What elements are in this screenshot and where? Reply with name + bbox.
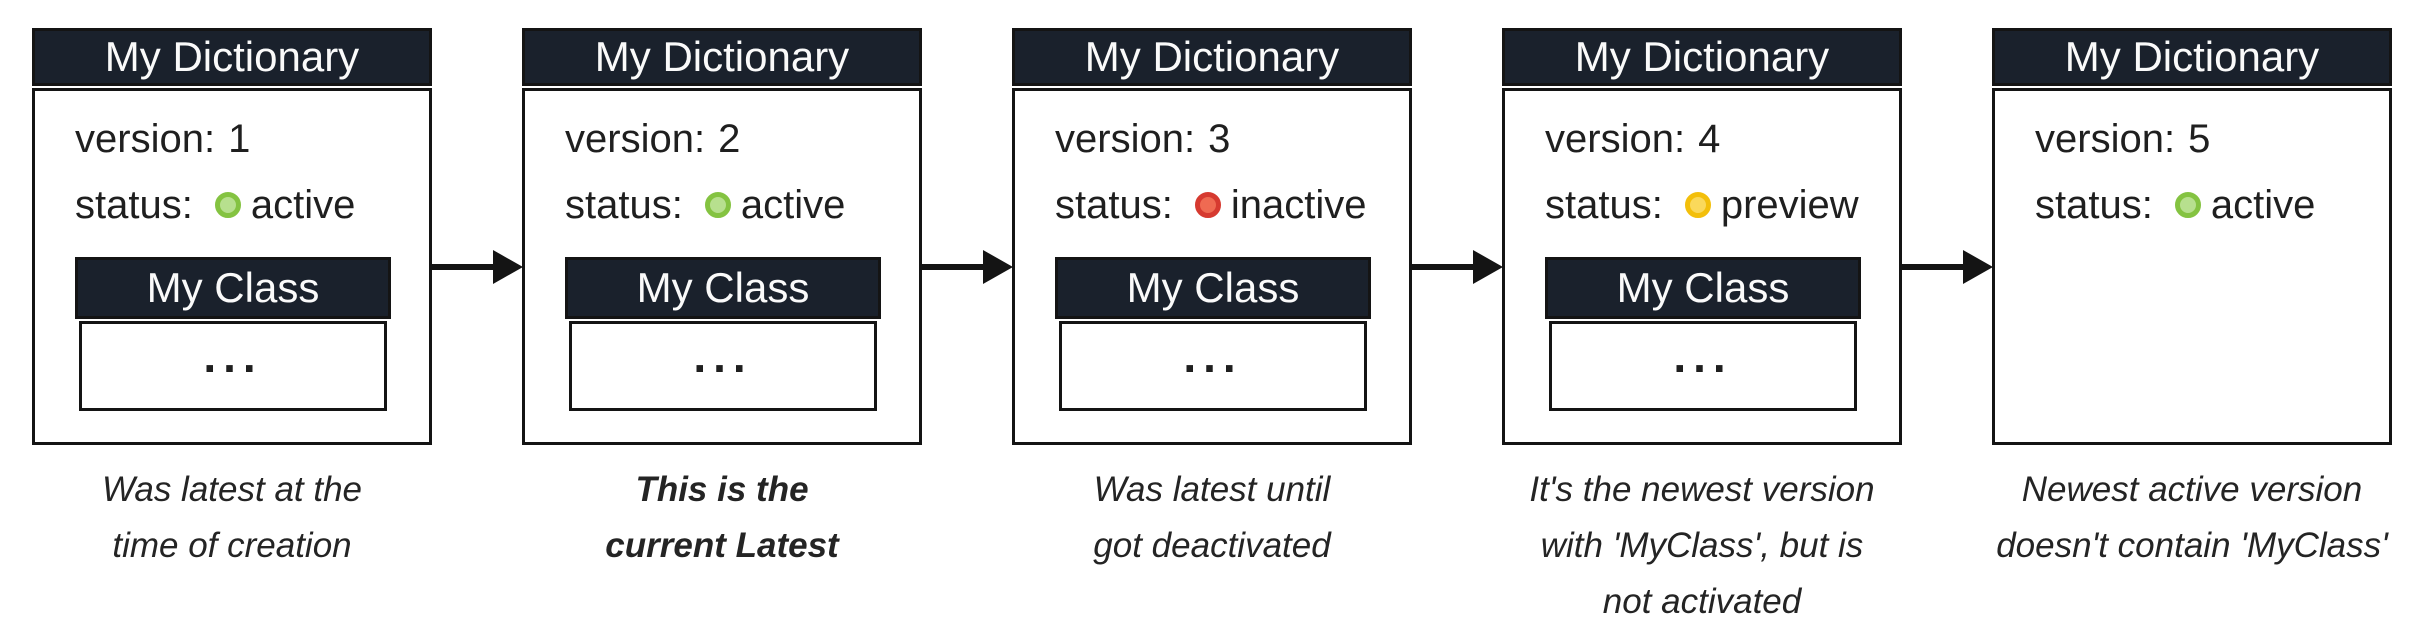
caption-v3: Was latest until got deactivated [1093, 470, 1331, 565]
class-body: ... [1549, 321, 1857, 411]
arrow-right-icon [1902, 249, 1993, 285]
status-dot-icon [1684, 192, 1711, 218]
dictionary-title: My Dictionary [522, 28, 922, 86]
caption-v1: Was latest at the time of creation [101, 470, 363, 565]
class-title: My Class [1055, 257, 1371, 319]
version-line: version: 2 [565, 113, 881, 165]
arrow-head [1473, 250, 1503, 284]
version-value: 2 [718, 117, 741, 161]
ellipsis-placeholder: ... [1183, 330, 1243, 382]
class-box: My Class ... [1545, 257, 1861, 411]
caption-v5: Newest active version doesn't contain 'M… [1996, 470, 2388, 565]
version-label: version: [75, 117, 216, 161]
version-label: version: [1545, 117, 1686, 161]
class-body: ... [1059, 321, 1367, 411]
dictionary-box: My Dictionary version: 3 status: inactiv… [1012, 28, 1412, 445]
class-box: My Class ... [1055, 257, 1371, 411]
dictionary-box: My Dictionary version: 4 status: preview… [1502, 28, 1902, 445]
arrow-right-icon [922, 249, 1013, 285]
version-value: 3 [1208, 117, 1231, 161]
ellipsis-placeholder: ... [1673, 330, 1733, 382]
dictionary-unit-v1: My Dictionary version: 1 status: active … [32, 28, 432, 574]
class-box: My Class ... [565, 257, 881, 411]
dictionary-unit-v2: My Dictionary version: 2 status: active … [522, 28, 922, 574]
caption-v4: It's the newest version with 'MyClass', … [1529, 470, 1875, 621]
arrow-line [1902, 264, 1968, 270]
status-value: active [250, 183, 356, 227]
status-value: preview [1720, 183, 1859, 227]
dictionary-box: My Dictionary version: 1 status: active … [32, 28, 432, 445]
version-line: version: 4 [1545, 113, 1861, 165]
status-value: active [740, 183, 846, 227]
dictionary-body: version: 5 status: active [1992, 88, 2392, 445]
arrow-head [493, 250, 523, 284]
dictionary-unit-v5: My Dictionary version: 5 status: active … [1992, 28, 2392, 574]
class-title: My Class [565, 257, 881, 319]
status-dot-icon [214, 192, 241, 218]
class-box: My Class ... [75, 257, 391, 411]
status-label: status: [1545, 183, 1663, 227]
class-body: ... [569, 321, 877, 411]
status-line: status: inactive [1055, 179, 1371, 231]
version-value: 1 [228, 117, 251, 161]
dictionary-body: version: 3 status: inactive My Class ... [1012, 88, 1412, 445]
status-label: status: [2035, 183, 2153, 227]
dictionary-box: My Dictionary version: 2 status: active … [522, 28, 922, 445]
arrow-right-icon [1412, 249, 1503, 285]
version-line: version: 5 [2035, 113, 2351, 165]
dictionary-box: My Dictionary version: 5 status: active [1992, 28, 2392, 445]
version-line: version: 1 [75, 113, 391, 165]
version-label: version: [1055, 117, 1196, 161]
status-value: active [2210, 183, 2316, 227]
version-label: version: [2035, 117, 2176, 161]
dictionary-body: version: 2 status: active My Class ... [522, 88, 922, 445]
status-label: status: [565, 183, 683, 227]
status-line: status: active [565, 179, 881, 231]
status-line: status: preview [1545, 179, 1861, 231]
dictionary-body: version: 4 status: preview My Class ... [1502, 88, 1902, 445]
caption-v2: This is the current Latest [605, 470, 839, 565]
version-value: 4 [1698, 117, 1721, 161]
status-dot-icon [704, 192, 731, 218]
arrow-line [922, 264, 988, 270]
version-value: 5 [2188, 117, 2211, 161]
class-title: My Class [75, 257, 391, 319]
status-dot-icon [1194, 192, 1221, 218]
dictionary-unit-v3: My Dictionary version: 3 status: inactiv… [1012, 28, 1412, 574]
status-label: status: [1055, 183, 1173, 227]
dictionary-title: My Dictionary [1502, 28, 1902, 86]
version-label: version: [565, 117, 706, 161]
dictionary-unit-v4: My Dictionary version: 4 status: preview… [1502, 28, 1902, 630]
class-title: My Class [1545, 257, 1861, 319]
ellipsis-placeholder: ... [203, 330, 263, 382]
arrow-line [432, 264, 498, 270]
arrow-right-icon [432, 249, 523, 285]
dictionary-body: version: 1 status: active My Class ... [32, 88, 432, 445]
dictionary-title: My Dictionary [32, 28, 432, 86]
status-line: status: active [75, 179, 391, 231]
status-label: status: [75, 183, 193, 227]
status-line: status: active [2035, 179, 2351, 231]
dictionary-title: My Dictionary [1012, 28, 1412, 86]
arrow-head [1963, 250, 1993, 284]
ellipsis-placeholder: ... [693, 330, 753, 382]
arrow-head [983, 250, 1013, 284]
status-value: inactive [1230, 183, 1367, 227]
class-body: ... [79, 321, 387, 411]
status-dot-icon [2174, 192, 2201, 218]
version-line: version: 3 [1055, 113, 1371, 165]
arrow-line [1412, 264, 1478, 270]
dictionary-title: My Dictionary [1992, 28, 2392, 86]
